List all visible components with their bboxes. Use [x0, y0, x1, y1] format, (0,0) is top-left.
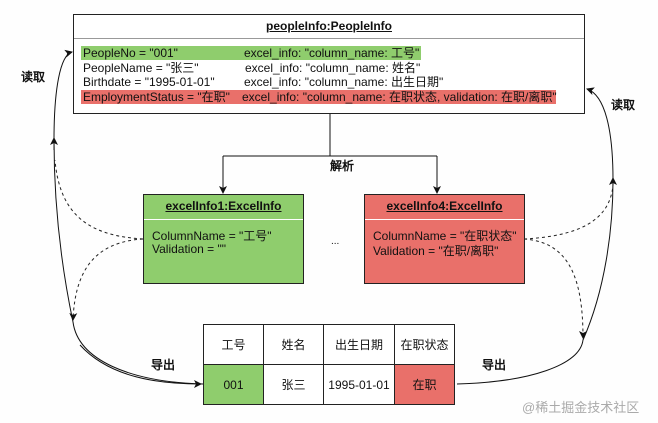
- read-label-right: 读取: [611, 98, 636, 112]
- row-people-no: PeopleNo = "001" excel_info: "column_nam…: [81, 46, 421, 60]
- watermark: @稀土掘金技术社区: [522, 400, 640, 415]
- right-dashed-export: [523, 238, 587, 339]
- left-read-export-curve: [53, 49, 204, 385]
- export-label-right: 导出: [482, 358, 507, 372]
- right-dashed-read: [523, 184, 614, 240]
- parse-label: 解析: [330, 159, 355, 173]
- table-header-row: 工号 姓名 出生日期 在职状态: [203, 324, 455, 365]
- excel-info: excel_info: "column_name: 姓名": [245, 61, 421, 75]
- read-label-left: 读取: [21, 70, 46, 84]
- excel-info-1-validation: Validation = "": [152, 242, 227, 256]
- excel-info-4-box: excelInfo4:ExcelInfo ColumnName = "在职状态"…: [364, 194, 525, 284]
- excel-info: excel_info: "column_name: 出生日期": [244, 75, 444, 89]
- excel-info: excel_info: "column_name: 工号": [244, 46, 420, 60]
- row-employment-status: EmploymentStatus = "在职" excel_info: "col…: [81, 90, 557, 104]
- left-export-arrow: [79, 344, 202, 388]
- divider: [144, 219, 303, 220]
- excel-table: 工号 姓名 出生日期 在职状态 001 张三 1995-01-01 在职: [203, 324, 455, 405]
- parse-connector: [223, 114, 437, 157]
- field: Birthdate = "1995-01-01": [83, 75, 215, 89]
- excel-info-1-box: excelInfo1:ExcelInfo ColumnName = "工号" V…: [143, 194, 304, 284]
- cell-birthdate: 1995-01-01: [323, 364, 395, 405]
- left-dashed-read: [54, 159, 144, 240]
- excel-info-4-validation: Validation = "在职/离职": [373, 244, 499, 258]
- header-cell: 在职状态: [394, 324, 455, 365]
- cell-status: 在职: [394, 364, 455, 405]
- left-dashed-export: [69, 238, 144, 321]
- cell-id: 001: [203, 364, 264, 405]
- field: PeopleNo = "001": [83, 46, 178, 60]
- table-row: 001 张三 1995-01-01 在职: [203, 364, 455, 405]
- excel-info-1-column-name: ColumnName = "工号": [152, 229, 272, 243]
- excel-info: excel_info: "column_name: 在职状态, validati…: [242, 90, 557, 104]
- cell-name: 张三: [263, 364, 324, 405]
- people-info-box: peopleInfo:PeopleInfo PeopleNo = "001" e…: [73, 14, 585, 114]
- header-cell: 姓名: [263, 324, 324, 365]
- right-read-export-curve: [456, 87, 614, 385]
- ellipsis: ...: [331, 236, 340, 247]
- divider: [365, 219, 524, 220]
- header-cell: 工号: [203, 324, 264, 365]
- excel-info-4-title: excelInfo4:ExcelInfo: [386, 199, 503, 213]
- excel-info-4-column-name: ColumnName = "在职状态": [373, 229, 517, 243]
- excel-info-1-title: excelInfo1:ExcelInfo: [165, 199, 282, 213]
- header-cell: 出生日期: [323, 324, 395, 365]
- field: EmploymentStatus = "在职": [83, 90, 230, 104]
- field: PeopleName = "张三": [83, 61, 199, 75]
- export-label-left: 导出: [151, 358, 176, 372]
- divider: [74, 38, 584, 39]
- people-info-title: peopleInfo:PeopleInfo: [266, 19, 392, 33]
